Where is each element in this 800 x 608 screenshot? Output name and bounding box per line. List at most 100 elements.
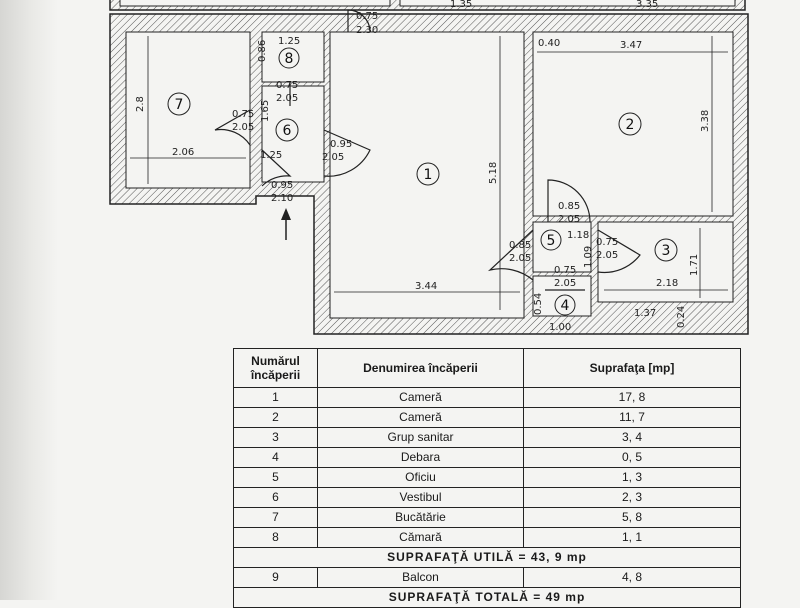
dim-r2-a: 0.40	[538, 38, 560, 49]
table-row: 7 Bucătărie 5, 8	[233, 507, 741, 528]
dim-r8-side: 0.86	[257, 40, 268, 62]
room-7-number: 7	[175, 97, 184, 113]
balcony-area: 4, 8	[523, 567, 741, 588]
room-number-labels: 1 2 3 4 5 6 7 8	[175, 51, 671, 314]
dim-r7-door-h: 2.05	[232, 122, 254, 133]
dim-r3-h: 1.71	[689, 254, 700, 276]
row-number: 8	[233, 527, 318, 548]
row-name: Vestibul	[317, 487, 524, 508]
door-3	[597, 229, 641, 274]
door-swings	[214, 9, 641, 291]
dim-r3-w: 2.18	[656, 278, 678, 289]
dim-r5-door2-w: 0.85	[509, 240, 531, 251]
dim-r4-door-h: 2.05	[554, 278, 576, 289]
dim-r4-door-w: 0.75	[554, 265, 576, 276]
dim-r2-h: 3.38	[700, 110, 711, 132]
room-4-floor	[532, 275, 592, 317]
row-area: 1, 1	[523, 527, 741, 548]
row-area: 3, 4	[523, 427, 741, 448]
table-row: 3 Grup sanitar 3, 4	[233, 427, 741, 448]
table-row: 2 Cameră 11, 7	[233, 407, 741, 428]
dim-r5-side: 1.18	[567, 230, 589, 241]
dim-r5-door1-h: 2.05	[558, 214, 580, 225]
room-6-number: 6	[283, 123, 292, 139]
useful-area-total: SUPRAFAŢĂ UTILĂ = 43, 9 mp	[233, 547, 741, 568]
dim-r7-door-w: 0.75	[232, 109, 254, 120]
row-name: Grup sanitar	[317, 427, 524, 448]
row-name: Debara	[317, 447, 524, 468]
room-6-floor	[261, 85, 325, 183]
row-name: Cameră	[317, 387, 524, 408]
dim-r6-door-h: 2.05	[322, 152, 344, 163]
dim-r7-h: 2.8	[135, 96, 146, 112]
room-1-number: 1	[424, 167, 433, 183]
row-number: 7	[233, 507, 318, 528]
dim-top-b: 3.35	[636, 0, 658, 10]
table-row: 1 Cameră 17, 8	[233, 387, 741, 408]
door-5b	[547, 179, 591, 223]
dim-r1-h: 5.18	[488, 162, 499, 184]
table-row: 8 Cămară 1, 1	[233, 527, 741, 548]
dim-r6-w: 1.25	[260, 150, 282, 161]
balcony-row: 9 Balcon 4, 8	[233, 567, 741, 588]
dim-r5-door2-h: 2.05	[509, 253, 531, 264]
floor-plan: 1 2 3 4 5 6 7 8 1.35 3.35 0.75 2.30 1.25…	[109, 0, 749, 335]
row-name: Cameră	[317, 407, 524, 428]
room-3-floor	[597, 221, 734, 303]
row-number: 3	[233, 427, 318, 448]
row-name: Cămară	[317, 527, 524, 548]
dim-door-top-w: 0.75	[356, 11, 378, 22]
exterior-walls	[109, 13, 749, 335]
dim-r4-side: 0.54	[533, 293, 544, 315]
table-header-row: Numărul încăperii Denumirea încăperii Su…	[233, 348, 741, 388]
total-area-row: SUPRAFAŢĂ TOTALĂ = 49 mp	[233, 587, 741, 608]
row-number: 5	[233, 467, 318, 488]
room-5-floor	[532, 221, 592, 273]
row-area: 5, 8	[523, 507, 741, 528]
row-number: 6	[233, 487, 318, 508]
dim-door-top-h: 2.30	[356, 25, 378, 36]
dim-r8-door-h: 2.05	[276, 93, 298, 104]
dim-r3-door-h: 2.05	[596, 250, 618, 261]
dim-r3-c: 0.24	[676, 306, 687, 328]
top-partial-walls	[109, 0, 746, 11]
header-room-name: Denumirea încăperii	[317, 348, 524, 388]
useful-area-row: SUPRAFAŢĂ UTILĂ = 43, 9 mp	[233, 547, 741, 568]
dim-r4-w: 1.00	[549, 322, 571, 333]
header-room-area: Suprafaţa [mp]	[523, 348, 741, 388]
row-area: 17, 8	[523, 387, 741, 408]
room-4-number: 4	[561, 298, 570, 314]
room-markers	[167, 47, 678, 316]
dim-r8-door-w: 0.75	[276, 80, 298, 91]
dim-r6-side: 1.65	[260, 100, 271, 122]
dimension-lines	[130, 36, 728, 310]
entry-arrow-icon	[281, 208, 291, 240]
row-area: 2, 3	[523, 487, 741, 508]
dim-top-a: 1.35	[450, 0, 472, 10]
dim-entry-w: 0.95	[271, 180, 293, 191]
balcony-number: 9	[233, 567, 318, 588]
room-3-number: 3	[662, 243, 671, 259]
room-8-floor	[261, 31, 325, 83]
scan-shadow-edge	[0, 0, 58, 600]
dim-r7-w: 2.06	[172, 147, 194, 158]
dimension-labels: 1.35 3.35 0.75 2.30 1.25 0.86 0.75 2.05 …	[135, 0, 711, 333]
row-name: Oficiu	[317, 467, 524, 488]
dim-r6-door-w: 0.95	[330, 139, 352, 150]
rooms-area-table: Numărul încăperii Denumirea încăperii Su…	[233, 348, 741, 608]
row-name: Bucătărie	[317, 507, 524, 528]
dim-r2-w: 3.47	[620, 40, 642, 51]
dim-r3-door-w: 0.75	[596, 237, 618, 248]
row-number: 2	[233, 407, 318, 428]
dim-r1-w: 3.44	[415, 281, 437, 292]
dim-r8-w: 1.25	[278, 36, 300, 47]
dim-r3-b: 1.37	[634, 308, 656, 319]
door-top	[347, 9, 371, 33]
room-2-number: 2	[626, 117, 635, 133]
dim-r5-h: 1.09	[583, 246, 594, 268]
room-8-number: 8	[285, 51, 294, 67]
row-number: 4	[233, 447, 318, 468]
door-entry	[261, 149, 292, 187]
table-row: 4 Debara 0, 5	[233, 447, 741, 468]
table-row: 5 Oficiu 1, 3	[233, 467, 741, 488]
